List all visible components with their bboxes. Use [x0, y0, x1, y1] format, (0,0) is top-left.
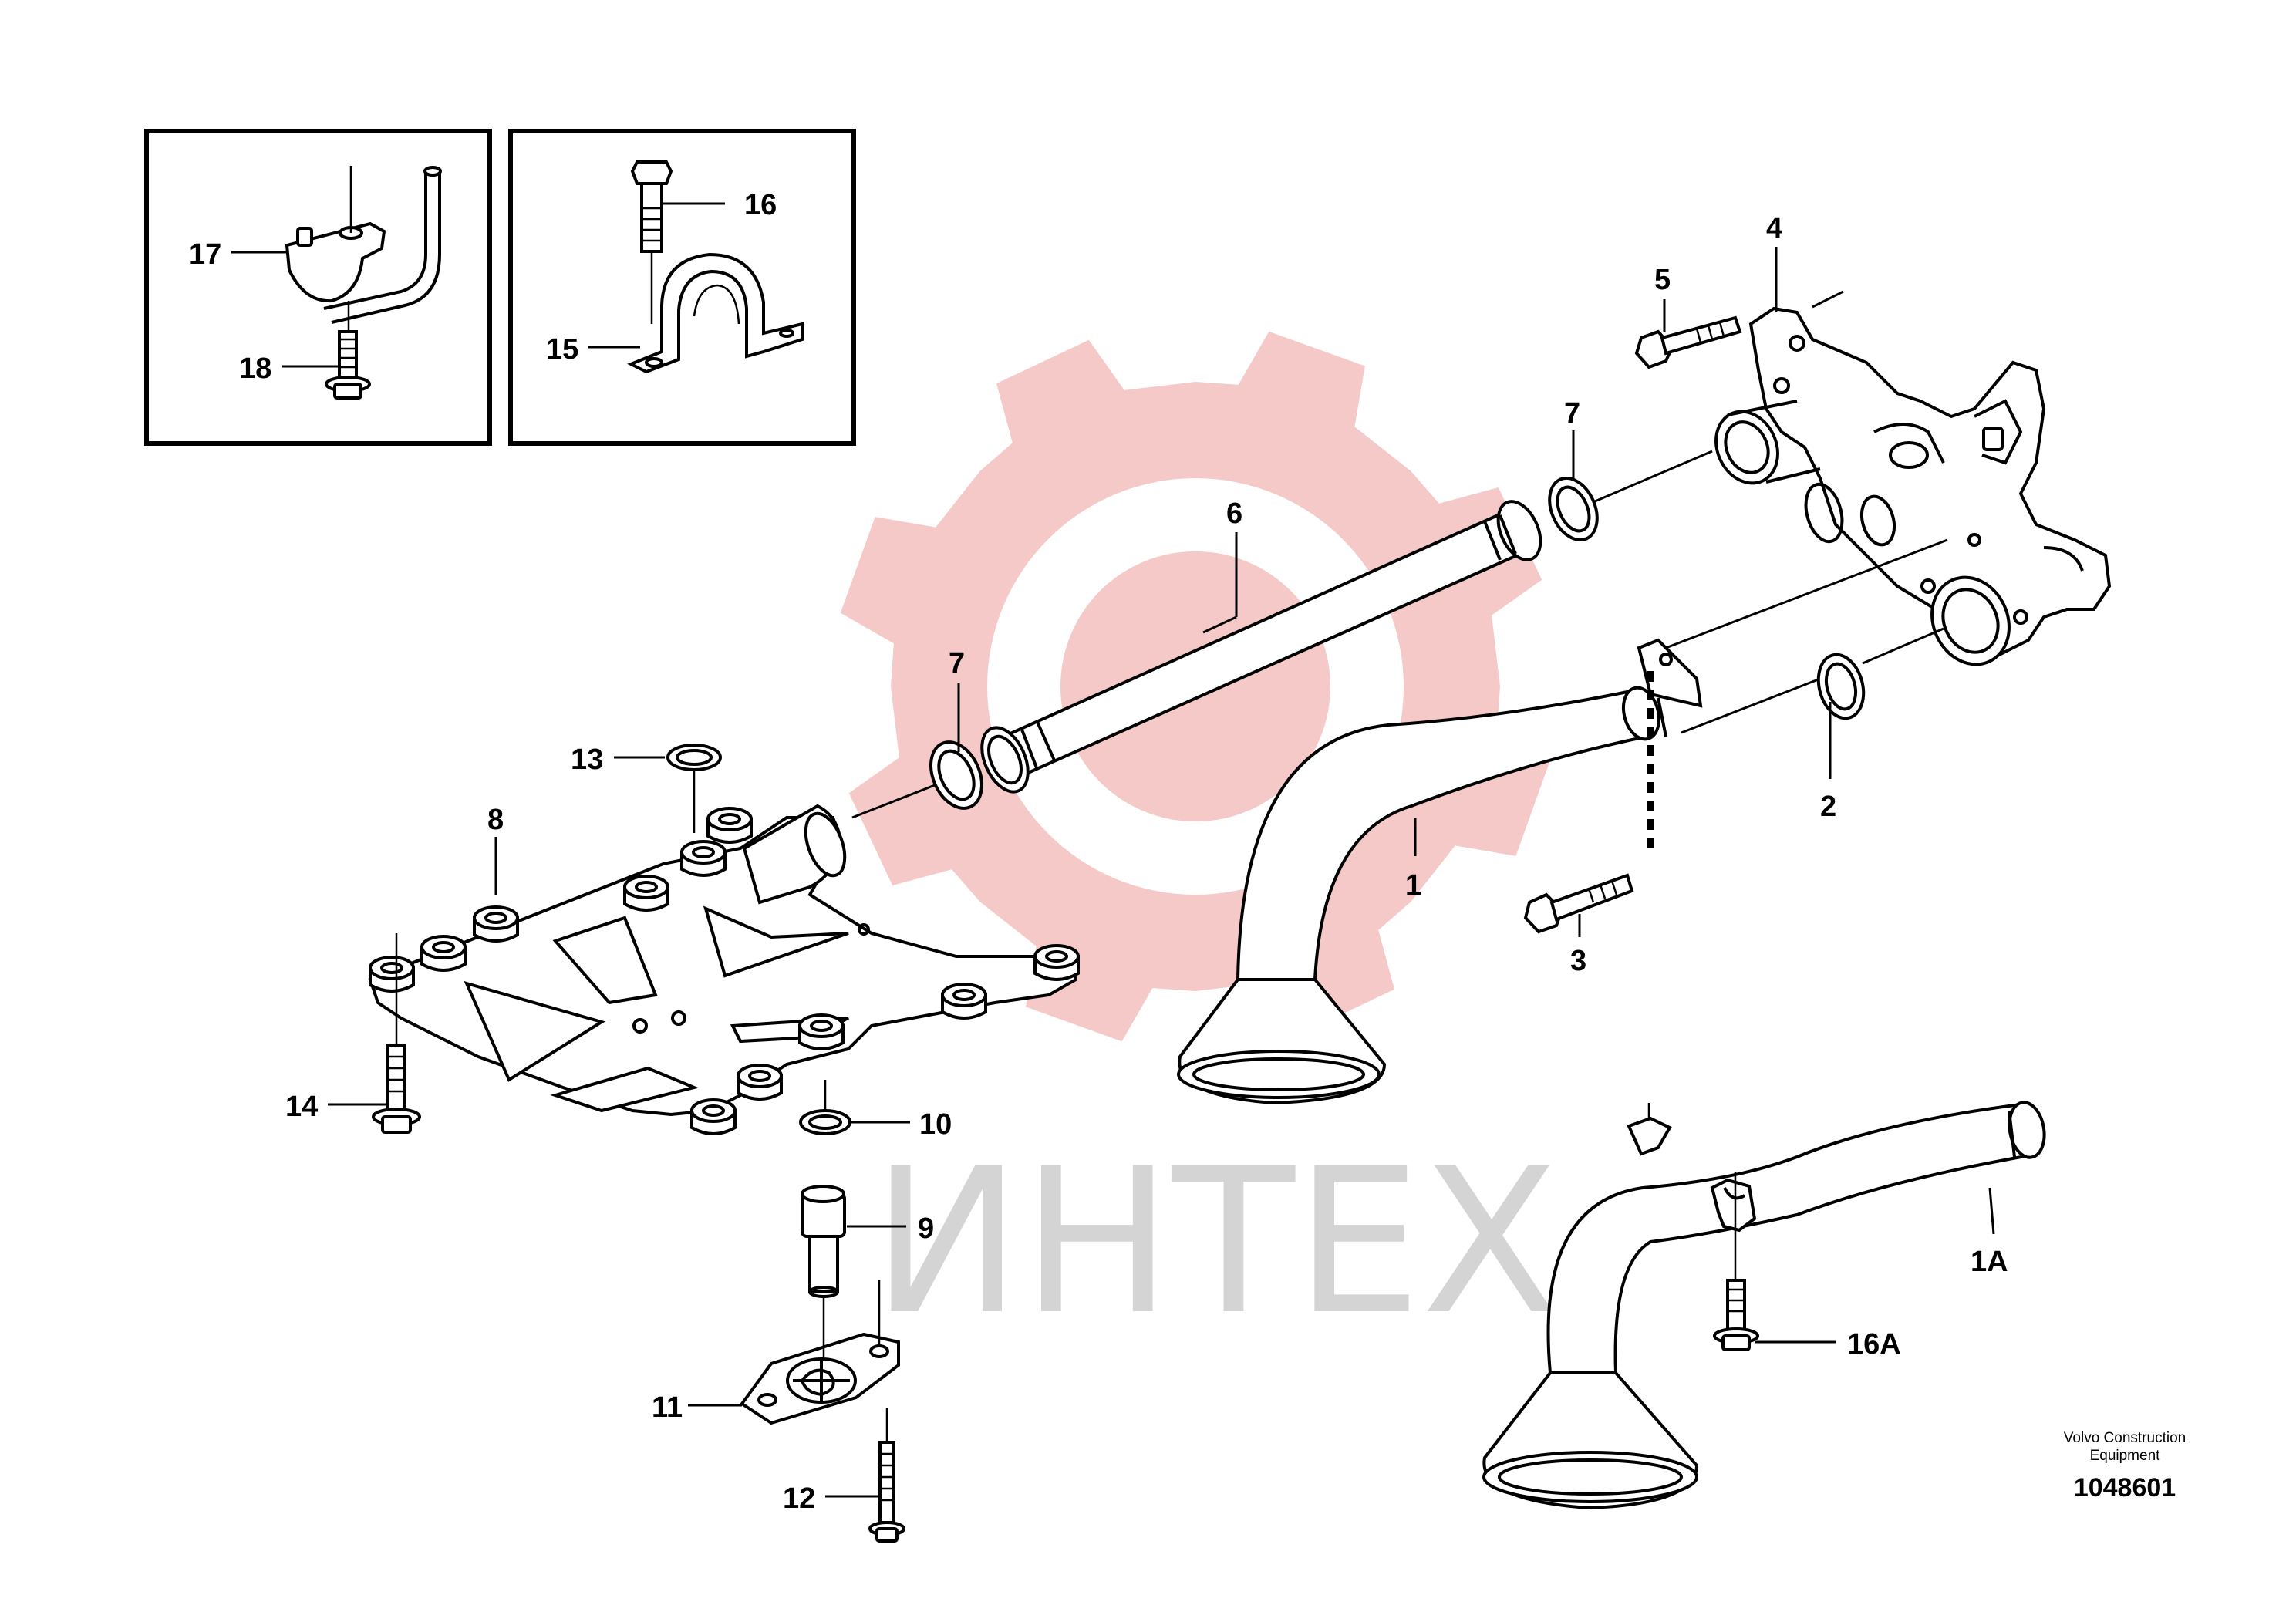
- o-ring-7-right: [1548, 476, 1599, 542]
- company-name-line1: Volvo Construction: [2064, 1430, 2186, 1446]
- o-ring-13: [666, 744, 722, 771]
- callout-15: 15: [546, 333, 578, 366]
- callout-18: 18: [239, 352, 271, 385]
- callout-16a: 16A: [1847, 1328, 1901, 1361]
- callout-3: 3: [1570, 945, 1586, 977]
- callout-10: 10: [919, 1108, 952, 1141]
- callout-17: 17: [189, 238, 221, 271]
- callout-7-right: 7: [1564, 397, 1580, 430]
- callout-14: 14: [285, 1091, 318, 1123]
- mounting-boss: [473, 905, 519, 943]
- mounting-boss: [706, 807, 753, 844]
- watermark-text: ИНТЕХ: [872, 1126, 1559, 1359]
- bolt-14: [372, 933, 421, 1134]
- drawing-reference-number: 1048601: [2074, 1473, 2176, 1502]
- o-ring-2: [1816, 653, 1866, 720]
- bolt-16a: [1713, 1234, 1759, 1351]
- mounting-boss: [680, 840, 727, 877]
- suction-pipe-1a: [1482, 1101, 2046, 1510]
- flange-11: [740, 1280, 900, 1425]
- inset-box-bracket: [508, 129, 856, 446]
- mounting-boss: [941, 983, 987, 1020]
- callout-5: 5: [1654, 264, 1671, 296]
- callout-11: 11: [652, 1391, 683, 1424]
- callout-16: 16: [744, 189, 777, 221]
- suction-pipe-1: [1177, 638, 1703, 1105]
- mounting-boss: [690, 1098, 737, 1135]
- mounting-boss: [737, 1064, 783, 1101]
- mounting-boss: [420, 935, 467, 972]
- o-ring-7-left: [929, 740, 983, 810]
- company-name-line2: Equipment: [2090, 1448, 2161, 1464]
- screw-12: [868, 1408, 905, 1543]
- mounting-boss: [1033, 944, 1080, 981]
- callout-7-left: 7: [949, 647, 965, 679]
- callout-8: 8: [487, 804, 504, 836]
- callout-1: 1: [1405, 869, 1421, 902]
- callout-2: 2: [1820, 791, 1836, 823]
- washer-10: [799, 1109, 851, 1135]
- pipe-6: [980, 500, 1542, 794]
- bolt-3: [1523, 873, 1634, 934]
- mounting-boss: [798, 1013, 845, 1050]
- sleeve-9: [801, 1185, 846, 1298]
- inset-box-clamp-pipe: [144, 129, 492, 446]
- bolt-5: [1634, 315, 1742, 369]
- callout-6: 6: [1226, 497, 1242, 530]
- callout-9: 9: [918, 1212, 934, 1245]
- oil-pump-housing: [1714, 306, 2112, 666]
- mounting-boss: [369, 956, 415, 993]
- callout-12: 12: [783, 1482, 815, 1515]
- callout-13: 13: [571, 744, 603, 776]
- callout-1a: 1A: [1971, 1246, 2008, 1278]
- baffle-plate-8: [368, 804, 1080, 1135]
- callout-4: 4: [1766, 212, 1782, 244]
- mounting-boss: [623, 875, 669, 912]
